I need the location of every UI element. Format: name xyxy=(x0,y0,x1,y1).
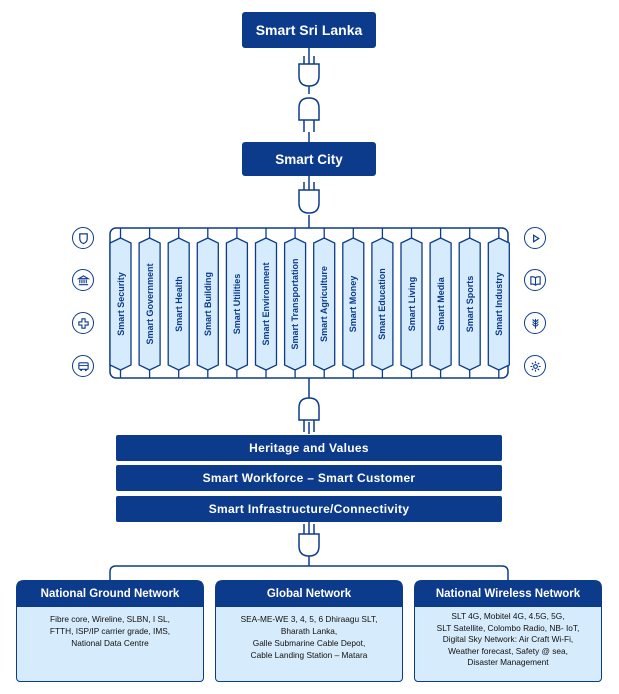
network-wireless: National Wireless Network SLT 4G, Mobite… xyxy=(414,580,602,682)
network-wireless-line: Digital Sky Network: Air Craft Wi-Fi, xyxy=(442,634,574,644)
network-ground: National Ground Network Fibre core, Wire… xyxy=(16,580,204,682)
pillar-label: Smart Government xyxy=(144,263,155,345)
network-wireless-header-shape xyxy=(414,580,602,607)
pillar-label: Smart Environment xyxy=(261,262,271,346)
pillar-smart-sports: Smart Sports xyxy=(459,238,480,370)
pillar-label: Smart Education xyxy=(377,268,388,340)
pillar-label: Smart Health xyxy=(173,276,184,332)
pillar-smart-security: Smart Security xyxy=(110,238,131,370)
pillar-label: Smart Living xyxy=(406,276,417,332)
gear-icon xyxy=(524,355,546,377)
network-global-line: Bharath Lanka, xyxy=(280,626,338,636)
smart-city-title: Smart City xyxy=(275,151,343,167)
network-wireless-line: Disaster Management xyxy=(467,657,549,667)
heritage-band-label: Heritage and Values xyxy=(249,441,369,455)
infrastructure-band: Smart Infrastructure/Connectivity xyxy=(116,496,502,522)
book-icon xyxy=(524,269,546,291)
bank-icon xyxy=(72,269,94,291)
heritage-band: Heritage and Values xyxy=(116,435,502,461)
pillar-smart-media: Smart Media xyxy=(430,238,451,370)
network-ground-line: Fibre core, Wireline, SLBN, I SL, xyxy=(50,614,170,624)
network-wireless-line: SLT Satellite, Colombo Radio, NB- IoT, xyxy=(436,622,580,633)
shield-icon xyxy=(72,227,94,249)
pillar-label: Smart Security xyxy=(115,272,126,336)
network-ground-title: National Ground Network xyxy=(40,587,180,600)
pillar-smart-industry: Smart Industry xyxy=(488,238,509,370)
medical-cross-icon xyxy=(72,312,94,334)
plug-icons xyxy=(298,56,320,557)
smart-city-box: Smart City xyxy=(242,142,376,176)
pillar-smart-environment: Smart Environment xyxy=(256,238,277,370)
pillar-label: Smart Transportation xyxy=(290,258,301,350)
pillar-smart-health: Smart Health xyxy=(168,238,189,370)
pillar-label: Smart Agriculture xyxy=(319,266,330,342)
network-global: Global Network SEA-ME-WE 3, 4, 5, 6 Dhir… xyxy=(215,580,403,682)
network-ground-line: National Data Centre xyxy=(71,638,149,648)
workforce-band: Smart Workforce – Smart Customer xyxy=(116,465,502,491)
network-wireless-title: National Wireless Network xyxy=(435,587,581,600)
wheat-icon xyxy=(524,312,546,334)
play-icon xyxy=(524,227,546,249)
pillar-smart-living: Smart Living xyxy=(401,238,422,370)
network-ground-line: FTTH, ISP/IP carrier grade, IMS, xyxy=(49,626,171,636)
pillar-smart-utilities: Smart Utilities xyxy=(226,238,247,370)
pillar-smart-education: Smart Education xyxy=(372,238,393,370)
infrastructure-band-label: Smart Infrastructure/Connectivity xyxy=(208,502,410,516)
network-ground-header-shape xyxy=(16,580,204,607)
pillar-label: Smart Utilities xyxy=(231,273,242,335)
network-wireless-line: Weather forecast, Safety @ sea, xyxy=(448,645,568,656)
network-global-line: Galle Submarine Cable Depot, xyxy=(252,638,366,648)
network-wireless-body: SLT 4G, Mobitel 4G, 4.5G, 5G, SLT Satell… xyxy=(414,602,602,682)
network-wireless-line: SLT 4G, Mobitel 4G, 4.5G, 5G, xyxy=(451,611,565,621)
bus-icon xyxy=(72,355,94,377)
pillar-label: Smart Industry xyxy=(493,272,504,336)
smart-sri-lanka-title: Smart Sri Lanka xyxy=(255,22,363,38)
workforce-band-label: Smart Workforce – Smart Customer xyxy=(202,471,416,485)
pillar-label: Smart Sports xyxy=(464,275,475,333)
pillar-label: Smart Money xyxy=(348,275,359,333)
network-global-body: SEA-ME-WE 3, 4, 5, 6 Dhiraagu SLT, Bhara… xyxy=(215,602,403,682)
pillar-smart-agriculture: Smart Agriculture xyxy=(314,238,335,370)
pillar-smart-money: Smart Money xyxy=(343,238,364,370)
pillar-smart-transportation: Smart Transportation xyxy=(285,238,306,370)
network-global-line: SEA-ME-WE 3, 4, 5, 6 Dhiraagu SLT, xyxy=(240,614,378,624)
pillar-smart-building: Smart Building xyxy=(197,238,218,370)
pillar-smart-government: Smart Government xyxy=(139,238,160,370)
network-ground-body: Fibre core, Wireline, SLBN, I SL, FTTH, … xyxy=(16,602,204,682)
network-global-title: Global Network xyxy=(266,587,352,600)
pillar-label: Smart Media xyxy=(435,277,446,331)
pillar-label: Smart Building xyxy=(202,271,213,337)
network-global-header-shape xyxy=(215,580,403,607)
smart-sri-lanka-box: Smart Sri Lanka xyxy=(242,12,376,48)
network-global-line: Cable Landing Station – Matara xyxy=(250,650,368,660)
